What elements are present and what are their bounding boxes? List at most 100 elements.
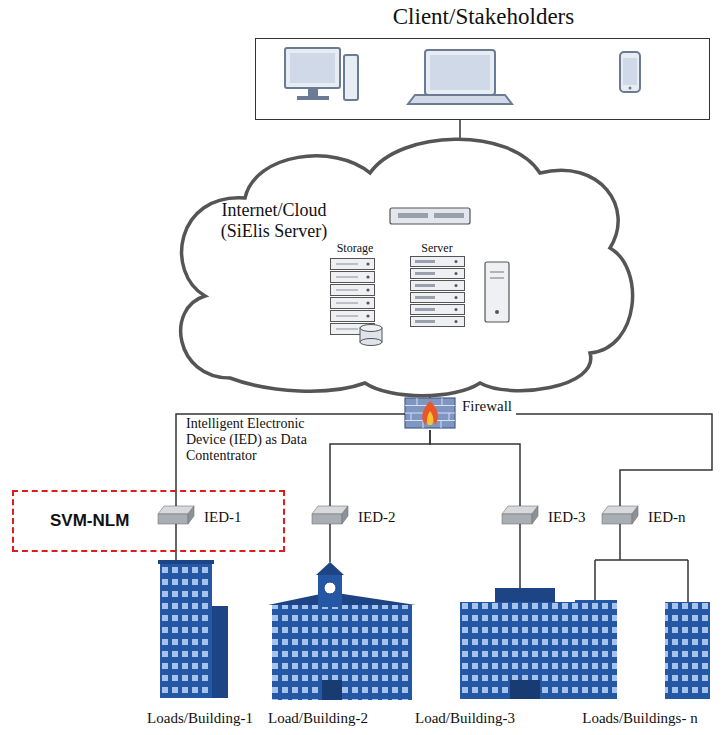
node-label: IED-2 — [358, 509, 396, 526]
rack-units — [410, 256, 465, 328]
disk-bottom — [360, 339, 382, 346]
cloud-server: Internet/Cloud (SiElis Server) — [160, 138, 640, 400]
ied-device: IED-3 — [502, 506, 590, 530]
storage-icon — [330, 258, 382, 346]
tower-case — [485, 262, 509, 322]
desktop-icon — [285, 48, 358, 100]
node-label: IED-1 — [204, 509, 242, 526]
ied-device: IED-n — [602, 506, 690, 530]
upper-block — [495, 588, 555, 604]
node-label: Loads/Building-1 — [147, 710, 253, 727]
ied-device — [502, 506, 538, 524]
building: Load/Building-3 — [450, 588, 595, 730]
main-block — [460, 602, 590, 699]
screen — [290, 53, 335, 83]
connector-line — [459, 120, 461, 140]
device-side — [188, 506, 194, 524]
node-label: Client/Stakeholders — [256, 4, 711, 30]
firewall-icon — [405, 398, 455, 428]
connector-line — [516, 414, 712, 506]
server-rack — [410, 256, 465, 328]
firewall: Firewall — [405, 398, 516, 430]
icon-label: Storage — [337, 242, 374, 256]
annotation: Intelligent Electronic Device (IED) as D… — [186, 416, 316, 464]
entrance — [322, 680, 342, 700]
tower-block — [575, 600, 617, 699]
buildings-n — [575, 560, 710, 699]
node-label: Firewall — [462, 398, 512, 415]
power-button — [495, 310, 499, 314]
building: Loads/Building-1 — [135, 560, 265, 730]
ied-device — [312, 506, 348, 524]
entrance — [510, 680, 540, 699]
building: Load/Building-2 — [262, 562, 417, 730]
device-side — [342, 506, 348, 524]
ied-device — [158, 506, 194, 524]
node-label: Load/Building-2 — [268, 710, 368, 727]
building-group: Loads/Buildings- n — [570, 560, 715, 730]
connector-line — [430, 430, 520, 506]
clock-face — [324, 582, 336, 594]
connector-line — [176, 414, 405, 506]
node-label: SVM-NLM — [50, 511, 129, 531]
monitor — [285, 48, 340, 88]
phone-icon — [620, 52, 640, 92]
base — [297, 96, 329, 100]
tower-block — [160, 562, 212, 698]
cloud-outline — [160, 138, 640, 400]
connector-line — [329, 524, 331, 562]
clock-tower — [318, 575, 342, 607]
device-front — [158, 514, 188, 524]
brick-joints — [405, 398, 455, 428]
ied-device: IED-1 — [158, 506, 246, 530]
split-wire — [595, 560, 688, 602]
laptop-lid — [425, 50, 495, 95]
building-2 — [268, 562, 416, 700]
node-label: IED-3 — [548, 509, 586, 526]
svm-nilm-box: IED-1 SVM-NLM — [12, 490, 285, 552]
ied-device: IED-2 — [312, 506, 400, 530]
main-block — [272, 605, 412, 700]
connector-line — [619, 524, 621, 560]
connector-line — [330, 430, 430, 506]
side-block — [212, 606, 228, 698]
device-front — [602, 514, 632, 524]
ports — [398, 213, 428, 218]
server-tower — [485, 262, 509, 322]
drive-bay — [490, 272, 504, 273]
pc-tower — [344, 55, 358, 100]
ports — [434, 213, 464, 218]
ied-device — [602, 506, 638, 524]
roof-cap — [158, 560, 214, 564]
connector-line — [175, 524, 177, 560]
tower-block — [665, 602, 710, 699]
node-label: IED-n — [648, 509, 686, 526]
spire — [316, 562, 344, 575]
phone-body — [620, 52, 640, 92]
node-label: Internet/Cloud (SiElis Server) — [216, 200, 332, 241]
cloud-shape — [181, 139, 633, 396]
drive-bay — [490, 278, 504, 279]
brick-wall — [405, 398, 455, 428]
device-front — [312, 514, 342, 524]
node-label: Load/Building-3 — [415, 710, 515, 727]
screen — [623, 58, 637, 85]
connector-line — [519, 524, 521, 588]
device-side — [532, 506, 538, 524]
device-front — [502, 514, 532, 524]
node-label: Loads/Buildings- n — [582, 710, 697, 727]
icon-label: Server — [421, 242, 452, 256]
screen — [430, 55, 490, 90]
laptop-icon — [408, 50, 512, 104]
button — [629, 87, 632, 90]
building-1 — [158, 560, 228, 698]
stakeholder-box: Client/Stakeholders — [255, 38, 710, 120]
network-switch — [390, 208, 470, 224]
flame-core — [427, 411, 433, 425]
flame — [422, 401, 438, 425]
device-side — [632, 506, 638, 524]
laptop-base — [408, 95, 512, 104]
building-3 — [460, 588, 590, 699]
